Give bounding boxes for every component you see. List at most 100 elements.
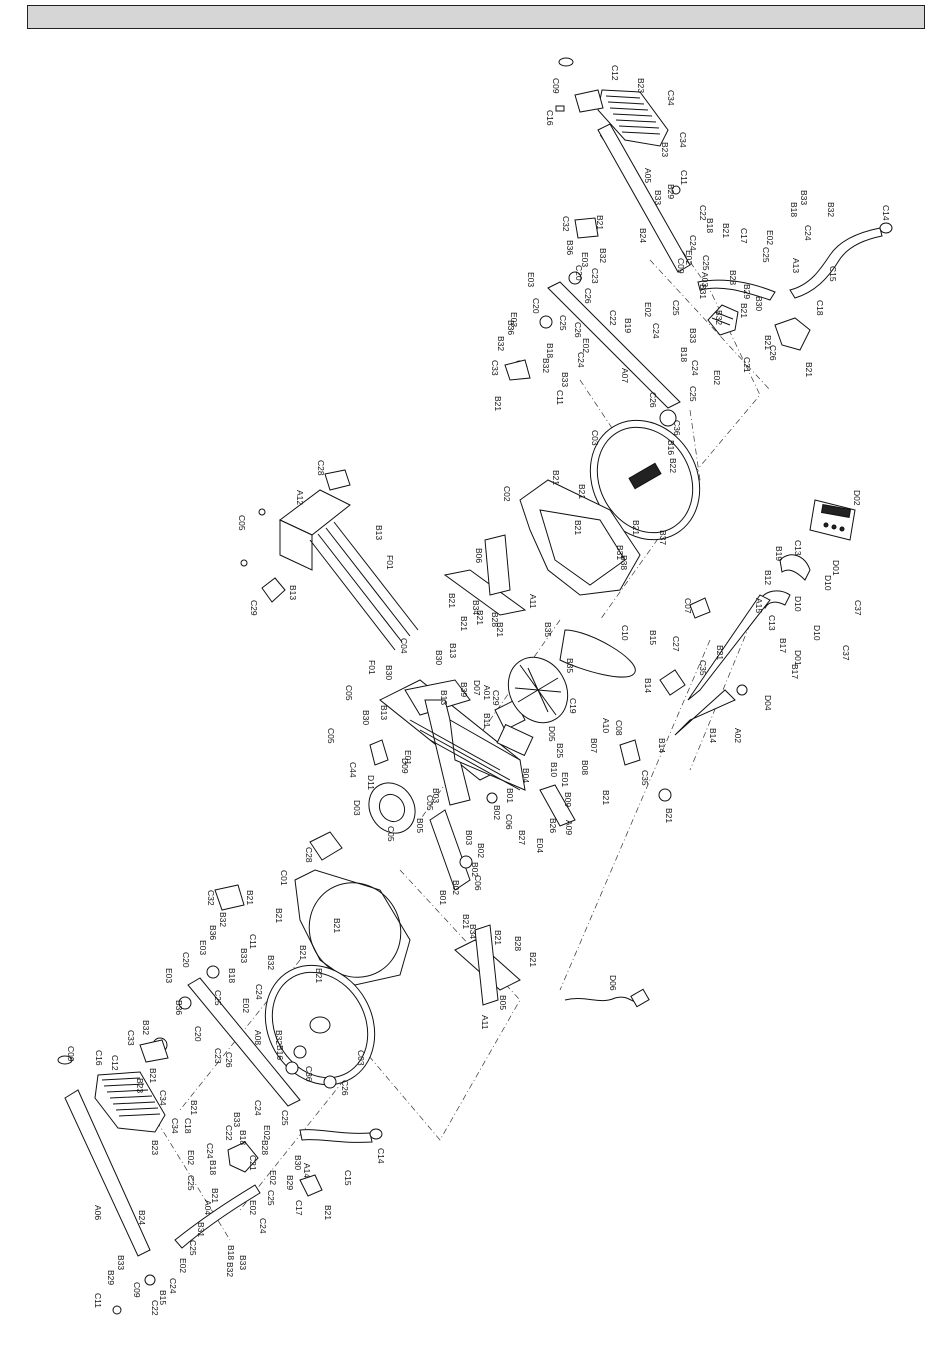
part-label-b21: B21 [189,1100,199,1115]
part-label-b21: B21 [763,335,773,350]
pedal-lower [57,1055,166,1257]
part-label-b29: B29 [666,184,676,199]
part-label-a03: A03 [700,272,710,287]
part-label-a09: A09 [564,820,574,835]
side-cover-c02 [519,479,641,596]
flywheel [507,629,636,724]
part-label-b01: B01 [438,890,448,905]
console-assembly [619,499,856,802]
part-label-b29: B29 [285,1175,295,1190]
part-label-a01: A01 [482,685,492,700]
part-label-c13: C13 [767,615,777,631]
part-label-c16: C16 [94,1050,104,1066]
side-cover-c01 [294,869,411,986]
part-label-e04: E04 [535,838,545,853]
part-label-b21: B21 [274,908,284,923]
part-label-c17: C17 [739,228,749,244]
arm-a08 [139,884,301,1107]
part-label-b32: B32 [218,912,228,927]
part-label-c17: C17 [294,1200,304,1216]
part-label-b02: B02 [451,880,461,895]
part-label-b37: B37 [658,530,668,545]
part-label-e02: E02 [581,338,591,353]
part-label-b21: B21 [323,1205,333,1220]
part-label-b21: B21 [664,808,674,823]
part-label-c07: C07 [683,598,693,614]
part-label-b05: B05 [415,818,425,833]
part-label-c35: C35 [640,770,650,786]
part-label-a15: A15 [754,598,764,613]
part-label-b08: B08 [580,760,590,775]
part-label-b23: B23 [135,1078,145,1093]
part-label-c35: C35 [698,660,708,676]
part-label-b13: B13 [439,690,449,705]
part-label-c22: C22 [608,310,618,326]
part-label-b21: B21 [551,470,561,485]
part-label-a07: A07 [620,368,630,383]
part-label-c20: C20 [531,298,541,314]
part-label-c04: C04 [399,638,409,654]
part-label-c27: C27 [671,636,681,652]
base-stabilizer [309,784,576,891]
part-label-b14: B14 [708,728,718,743]
part-label-d02: D02 [852,490,862,506]
part-label-b21: B21 [314,968,324,983]
part-label-f01: F01 [385,555,395,570]
part-label-c12: C12 [610,65,620,81]
part-label-d07: D07 [472,680,482,696]
part-label-b32: B32 [541,358,551,373]
part-label-c22: C22 [698,205,708,221]
part-label-c22: C22 [150,1300,160,1316]
part-label-c03: C03 [356,1050,366,1066]
part-label-b24: B24 [638,228,648,243]
part-label-b21: B21 [493,930,503,945]
part-label-b26: B26 [548,818,558,833]
part-label-b24: B24 [137,1210,147,1225]
part-label-b03: B03 [431,788,441,803]
part-label-c14: C14 [376,1148,386,1164]
main-frame [379,679,534,806]
header-bar [27,5,925,29]
part-label-c37: C37 [841,645,851,661]
part-label-c32: C32 [561,216,571,232]
part-label-c22: C22 [224,1125,234,1141]
part-label-b10: B10 [549,762,559,777]
part-label-c25: C25 [280,1110,290,1126]
part-label-a12: A12 [295,490,305,505]
part-label-b09: B09 [563,792,573,807]
part-label-b33: B33 [239,948,249,963]
part-label-b06: B06 [474,548,484,563]
part-label-b28: B28 [513,936,523,951]
part-label-b35: B35 [565,658,575,673]
part-label-c23: C23 [213,1048,223,1064]
part-label-b18: B18 [679,347,689,362]
part-label-b23: B23 [636,78,646,93]
part-label-b22: B22 [668,458,678,473]
disc-cover-upper [589,409,701,541]
part-label-c01: C01 [279,870,289,886]
part-label-b17: B17 [790,664,800,679]
part-label-b21: B21 [245,890,255,905]
part-label-b25: B25 [555,743,565,758]
part-label-c10: C10 [620,625,630,641]
part-label-b30: B30 [293,1155,303,1170]
part-label-c26: C26 [340,1080,350,1096]
part-label-c26: C26 [224,1052,234,1068]
part-label-b05: B05 [498,995,508,1010]
frame-top [240,469,419,651]
part-label-b02: B02 [476,843,486,858]
part-label-b28: B28 [728,270,738,285]
part-label-e02: E02 [241,998,251,1013]
part-label-c06: C06 [504,814,514,830]
part-label-c08: C08 [614,720,624,736]
part-label-c25: C25 [761,247,771,263]
part-label-b18: B18 [705,218,715,233]
part-label-b32: B32 [266,955,276,970]
part-label-b39: B39 [459,682,469,697]
part-label-c25: C25 [213,990,223,1006]
part-label-b32: B32 [225,1262,235,1277]
part-label-c44: C44 [348,762,358,778]
part-label-b21: B21 [332,918,342,933]
part-label-c09: C09 [676,258,686,274]
